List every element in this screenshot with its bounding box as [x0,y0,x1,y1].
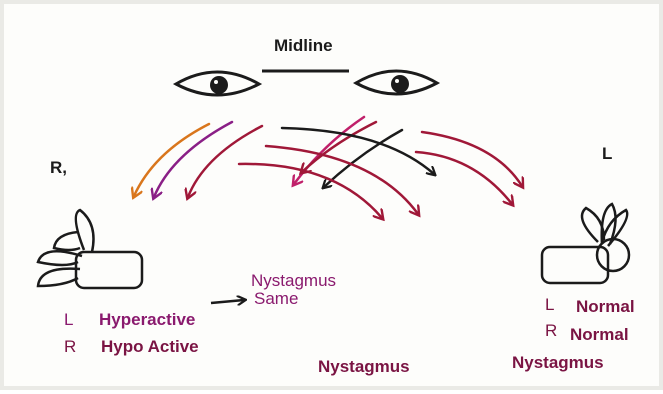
hyperactive-side-letter: L [64,311,73,328]
nystagmus-center-label: Nystagmus [318,358,410,375]
left-eye-icon [176,72,259,95]
normal-right-letter: R [545,322,557,339]
red-arrow-sweep-1 [239,164,382,218]
right-eye-icon [356,71,437,94]
left-side-label: L [602,145,612,162]
midline-label: Midline [274,37,333,54]
red-arrow-right-2 [422,132,522,186]
orange-arrow [134,124,209,196]
red-arrow-left [188,126,262,197]
deviation-arrows-right [282,128,522,204]
right-side-label: R, [50,159,67,176]
red-arrow-sweep-2 [266,146,418,214]
left-vestibular-organ-icon [542,204,629,283]
diagram-artwork [4,4,663,394]
normal-left-letter: L [545,296,554,313]
hypoactive-label: Hypo Active [101,338,199,355]
right-vestibular-organ-icon [38,210,142,288]
nystagmus-right-label: Nystagmus [512,354,604,371]
normal-left-label: Normal [576,298,635,315]
hyperactive-label: Hyperactive [99,311,195,328]
nystagmus-same-label-line1: Nystagmus [251,272,336,289]
normal-right-label: Normal [570,326,629,343]
nystagmus-same-label-line2: Same [254,290,298,307]
hypoactive-side-letter: R [64,338,76,355]
nystagmus-pointer-arrow [211,300,244,303]
deviation-arrows-left [134,122,262,197]
